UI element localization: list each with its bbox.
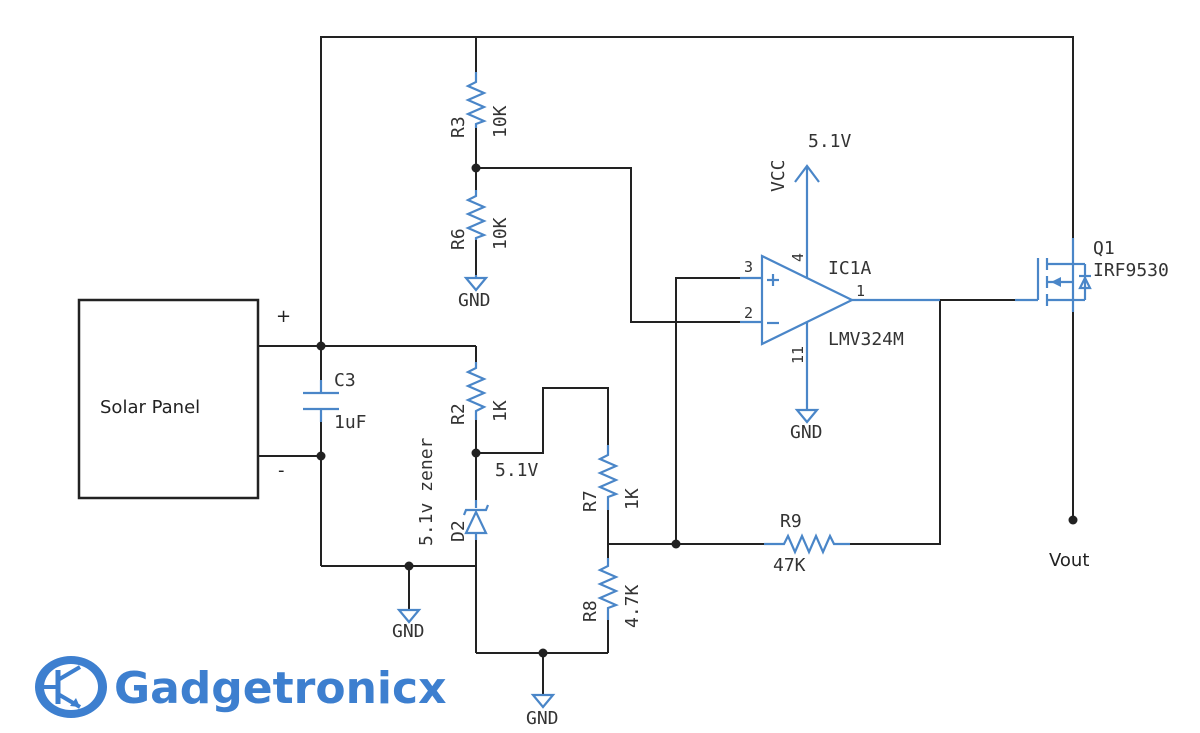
panel-plus-label: + — [276, 306, 291, 327]
r9-ref: R9 — [780, 511, 802, 532]
panel-minus-label: - — [278, 460, 285, 481]
capacitor-c3: C3 1uF — [303, 370, 367, 433]
r8-value: 4.7K — [622, 584, 643, 628]
opamp-pin-gnd: 11 — [789, 346, 807, 364]
r7-ref: R7 — [580, 490, 601, 512]
gnd-label-opamp: GND — [790, 422, 823, 443]
r2-value: 1K — [490, 400, 511, 422]
r7-value: 1K — [622, 488, 643, 510]
d2-value: 5.1v zener — [416, 437, 437, 546]
opamp-value: LMV324M — [828, 329, 904, 350]
r3-value: 10K — [490, 105, 511, 138]
d2-ref: D2 — [448, 520, 469, 542]
zener-diode-d2: D2 5.1v zener — [416, 437, 490, 546]
vcc-value-label: 5.1V — [808, 131, 852, 152]
resistor-r3: R3 10K — [448, 72, 511, 138]
transistor-icon — [35, 656, 107, 718]
opamp-pin-vcc: 4 — [789, 253, 807, 262]
r3-ref: R3 — [448, 116, 469, 138]
gnd-symbol-opamp: GND — [790, 408, 823, 443]
vcc-symbol: VCC 5.1V — [768, 131, 852, 192]
opamp-ref: IC1A — [828, 258, 872, 279]
resistor-r2: R2 1K — [448, 362, 511, 425]
q1-value: IRF9530 — [1093, 260, 1169, 281]
gnd-symbol-left: GND — [392, 608, 425, 642]
c3-ref: C3 — [334, 370, 356, 391]
vcc-label: VCC — [768, 159, 789, 192]
zener-node-label: 5.1V — [495, 460, 539, 481]
resistor-r7: R7 1K — [580, 445, 643, 512]
r2-ref: R2 — [448, 403, 469, 425]
gnd-label-bottom: GND — [526, 708, 559, 729]
solar-panel-label: Solar Panel — [100, 397, 200, 418]
resistor-r9: R9 47K — [764, 511, 850, 576]
opamp-ic1a: 3 2 1 4 11 IC1A LMV324M — [740, 185, 940, 410]
opamp-pin-minus: 2 — [744, 304, 753, 322]
opamp-pin-out: 1 — [856, 282, 865, 300]
vout-label: Vout — [1049, 550, 1089, 571]
wires — [258, 36, 1074, 695]
opamp-pin-plus: 3 — [744, 258, 753, 276]
gnd-symbol-bottom: GND — [526, 693, 559, 729]
r6-ref: R6 — [448, 228, 469, 250]
vout-terminal — [1068, 515, 1078, 525]
r8-ref: R8 — [580, 600, 601, 622]
logo-text: Gadgetronicx — [114, 663, 446, 714]
gnd-label-left: GND — [392, 621, 425, 642]
gnd-symbol-r6: GND — [458, 275, 491, 311]
gadgetronicx-logo: Gadgetronicx — [35, 656, 446, 718]
q1-ref: Q1 — [1093, 238, 1115, 259]
solar-panel: Solar Panel + - — [77, 298, 291, 500]
r6-value: 10K — [490, 217, 511, 250]
junctions — [316, 163, 1078, 658]
resistor-r8: R8 4.7K — [580, 558, 643, 628]
resistor-r6: R6 10K — [448, 190, 511, 250]
c3-value: 1uF — [334, 412, 367, 433]
mosfet-q1: Q1 IRF9530 — [1015, 238, 1169, 312]
r9-value: 47K — [773, 555, 806, 576]
gnd-label-r6: GND — [458, 290, 491, 311]
